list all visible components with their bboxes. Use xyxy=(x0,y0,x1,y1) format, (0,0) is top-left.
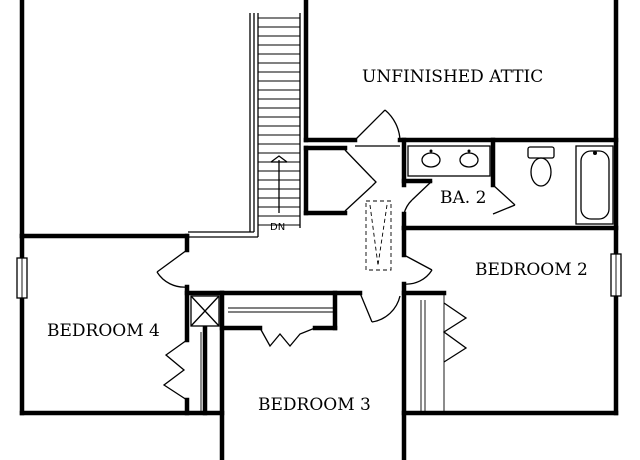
walls xyxy=(19,0,619,460)
doors xyxy=(156,109,516,401)
room-label-bedroom-3: BEDROOM 3 xyxy=(258,395,371,415)
closet-shelves xyxy=(200,293,445,413)
linen-chase xyxy=(190,295,220,327)
stair-down-label: DN xyxy=(270,222,285,233)
windows xyxy=(16,253,622,299)
attic-access-hatch xyxy=(365,200,392,271)
room-label-bedroom-2: BEDROOM 2 xyxy=(475,260,588,280)
room-label-unfinished-attic: UNFINISHED ATTIC xyxy=(362,67,543,87)
room-label-bedroom-4: BEDROOM 4 xyxy=(47,321,160,341)
staircase xyxy=(188,13,301,238)
bath-fixtures xyxy=(407,145,614,225)
room-label-bath-2: BA. 2 xyxy=(440,188,486,208)
